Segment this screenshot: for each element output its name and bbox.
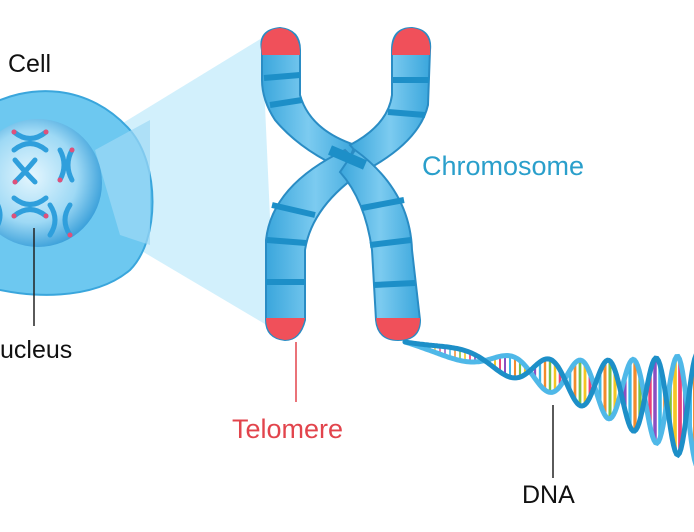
telomere-cap: [261, 28, 300, 55]
mini-chromosomes: [0, 129, 75, 238]
telomere-cap: [392, 28, 431, 55]
telomere-cap: [376, 318, 420, 340]
telomere-cap: [266, 318, 305, 340]
telomere-label: Telomere: [232, 414, 344, 444]
mini-telomeres: [11, 129, 75, 238]
zoom-beam: [95, 38, 275, 330]
dna-backbone-strand: [402, 339, 694, 467]
cell-label: Cell: [8, 50, 52, 78]
telomere-caps: [261, 28, 431, 340]
dna-backbone-strand: [402, 339, 694, 459]
nucleus-label: ucleus: [0, 336, 73, 364]
dna-helix: [402, 339, 694, 467]
zoom-beam-inner: [95, 120, 150, 245]
chromosome-arm-top-right: [348, 26, 432, 170]
chromosome-label: Chromosome: [422, 151, 585, 181]
dna-label: DNA: [522, 481, 575, 509]
nucleus: [0, 119, 102, 247]
chromosome-bands: [263, 72, 429, 288]
